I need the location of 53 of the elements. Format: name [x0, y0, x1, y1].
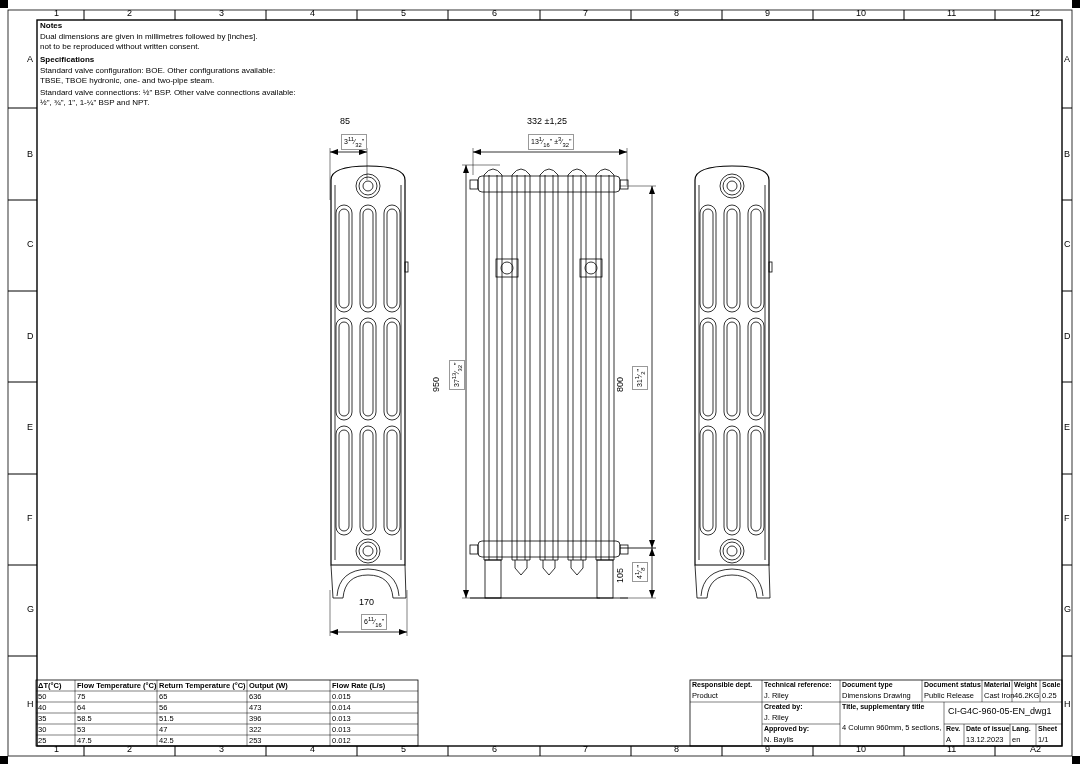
dimension-value: 170: [359, 598, 375, 608]
grid-reference: 8: [674, 745, 679, 755]
grid-reference: H: [1064, 700, 1071, 710]
dimension-value: 800: [616, 376, 626, 392]
grid-reference: D: [1064, 332, 1071, 342]
grid-reference: C: [27, 240, 34, 250]
document-number: CI-G4C-960-05-EN_dwg1: [948, 707, 1052, 717]
specifications-text: Standard valve connections: ½" BSP. Other valve connections available: ½", ¾", 1", 1-¼" BSP and NPT.: [40, 88, 297, 108]
grid-reference: 1: [54, 9, 59, 19]
grid-reference: D: [27, 332, 34, 342]
grid-reference: C: [1064, 240, 1071, 250]
grid-reference: E: [27, 423, 33, 433]
grid-reference: 11: [947, 745, 957, 755]
grid-reference: A2: [1030, 745, 1041, 755]
grid-reference: 9: [765, 9, 770, 19]
grid-reference: 7: [583, 9, 588, 19]
notes-text: Dual dimensions are given in millimetres followed by [inches].: [40, 32, 259, 42]
grid-reference: 5: [401, 9, 406, 19]
dimension-value: 105: [616, 567, 626, 583]
dimension-value: 85: [340, 117, 350, 127]
grid-reference: 5: [401, 745, 406, 755]
grid-reference: A: [1064, 55, 1070, 65]
grid-reference: 4: [310, 9, 315, 19]
grid-reference: 12: [1030, 9, 1040, 19]
grid-reference: 10: [856, 745, 866, 755]
grid-reference: B: [27, 150, 33, 160]
grid-reference: G: [27, 605, 34, 615]
dimension-value: 332 ±1,25: [527, 117, 567, 127]
grid-reference: 1: [54, 745, 59, 755]
grid-reference: E: [1064, 423, 1070, 433]
grid-reference: 6: [492, 9, 497, 19]
grid-reference: 3: [219, 745, 224, 755]
grid-reference: 8: [674, 9, 679, 19]
grid-reference: A: [27, 55, 33, 65]
grid-reference: 11: [947, 9, 957, 19]
grid-reference: 10: [856, 9, 866, 19]
notes-text: not to be reproduced without written consent.: [40, 42, 201, 52]
dimension-value: 950: [432, 376, 442, 392]
grid-reference: F: [27, 514, 33, 524]
grid-reference: 2: [127, 745, 132, 755]
grid-reference: 3: [219, 9, 224, 19]
specifications-text: Standard valve configuration: BOE. Other configurations available: TBSE, TBOE hydronic, one- and two-pipe steam.: [40, 66, 277, 86]
grid-reference: 2: [127, 9, 132, 19]
grid-reference: 9: [765, 745, 770, 755]
grid-reference: 4: [310, 745, 315, 755]
grid-reference: G: [1064, 605, 1071, 615]
specifications-heading: Specifications: [40, 56, 95, 65]
notes-heading: Notes: [40, 22, 63, 31]
grid-reference: H: [27, 700, 34, 710]
grid-reference: B: [1064, 150, 1070, 160]
grid-reference: 7: [583, 745, 588, 755]
grid-reference: F: [1064, 514, 1070, 524]
grid-reference: 6: [492, 745, 497, 755]
